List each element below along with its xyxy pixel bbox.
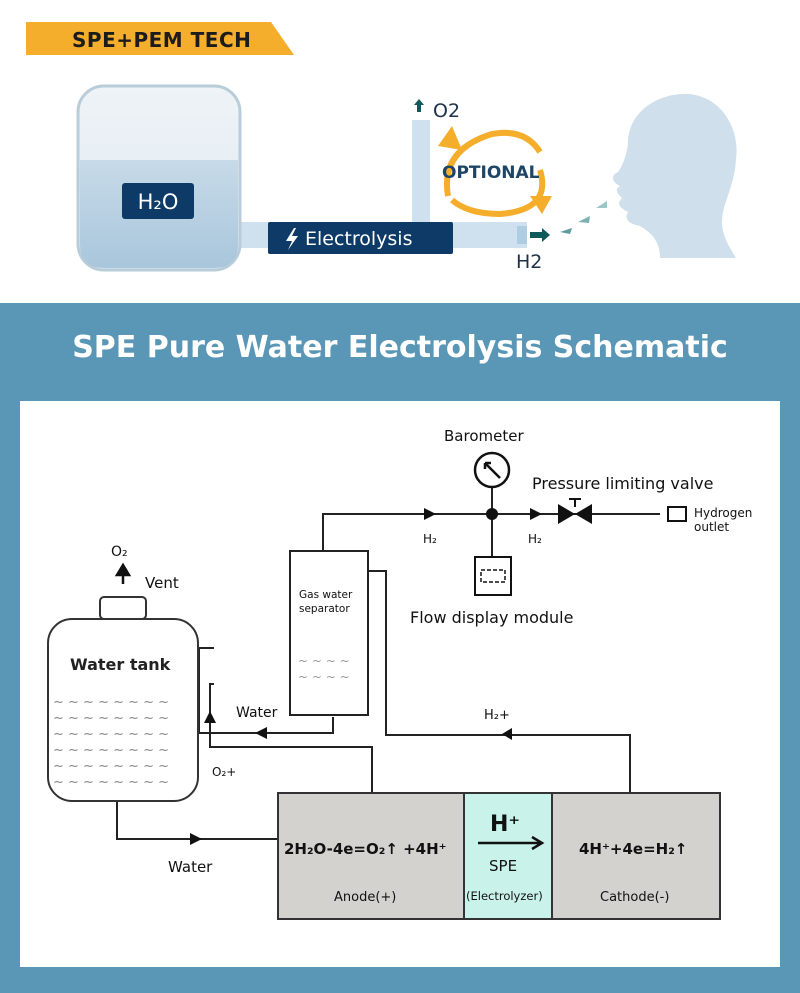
o2-arrow-icon [414, 99, 424, 112]
lightning-icon [286, 228, 298, 250]
tank-waves: ~ ~ ~ ~ ~ ~ ~ ~ ~ ~ ~ ~ ~ ~ ~ ~ ~ ~ ~ ~ … [53, 695, 169, 790]
tech-badge [26, 22, 294, 55]
svg-text:~ ~ ~ ~ ~ ~ ~ ~: ~ ~ ~ ~ ~ ~ ~ ~ [53, 775, 169, 790]
tech-badge-label: SPE+PEM TECH [72, 28, 252, 52]
h-plus-label: H⁺ [490, 812, 520, 837]
pipe-outlet [517, 226, 527, 244]
h2plus-line [368, 570, 631, 793]
breath-dash-1 [560, 228, 572, 234]
h2-left-label: H₂ [423, 532, 437, 546]
h2-arrow-icon [530, 228, 550, 242]
h2plus-label: H₂+ [484, 708, 510, 723]
svg-text:~ ~ ~ ~ ~ ~ ~ ~: ~ ~ ~ ~ ~ ~ ~ ~ [53, 759, 169, 774]
h2-label: H2 [516, 251, 542, 273]
optional-arc-top [444, 129, 543, 197]
separator-label-1: Gas water [299, 589, 353, 601]
separator-wave-2: ~ ~ ~ ~ [298, 670, 350, 684]
barometer-needle-icon [483, 461, 501, 479]
spe-arrow-icon [478, 835, 545, 851]
vent-cap [99, 596, 147, 620]
hydrogen-outlet-label-2: outlet [694, 520, 729, 534]
water-tank-label: Water tank [70, 655, 171, 674]
junction-dot [486, 508, 498, 520]
vent-o2-label: O₂ [111, 544, 128, 560]
electrolysis-box [268, 222, 453, 254]
gas-water-separator [289, 550, 369, 716]
h2-arrow-left-icon [424, 508, 436, 520]
optional-label: OPTIONAL [442, 163, 540, 183]
svg-text:~ ~ ~ ~ ~ ~ ~ ~: ~ ~ ~ ~ ~ ~ ~ ~ [53, 711, 169, 726]
hydrogen-outlet-label-1: Hydrogen [694, 506, 752, 520]
flow-display-screen [480, 569, 506, 583]
o2plus-label: O₂+ [212, 765, 236, 779]
cathode-chamber [551, 792, 721, 920]
optional-arrow-up-icon [438, 126, 462, 150]
o2plus-line [209, 683, 373, 793]
svg-text:~ ~ ~ ~ ~ ~ ~ ~: ~ ~ ~ ~ ~ ~ ~ ~ [53, 695, 169, 710]
schematic-water-tank [47, 618, 199, 802]
pressure-valve-label: Pressure limiting valve [532, 474, 713, 493]
water-feed-line [116, 801, 278, 840]
spe-label: SPE [489, 857, 517, 875]
water-feed-arrow-icon [190, 833, 202, 845]
barometer-label: Barometer [444, 427, 524, 445]
top-diagram: H₂O Electrolysis O2 OPTIONAL H2 [76, 84, 737, 273]
cathode-label: Cathode(-) [600, 890, 669, 905]
separator-wave-1: ~ ~ ~ ~ [298, 654, 350, 668]
pressure-valve-icon [558, 504, 592, 524]
water-feed-label: Water [168, 858, 213, 876]
h2o-label: H₂O [138, 190, 179, 214]
h2-arrow-right-icon [530, 508, 542, 520]
h2-right-label: H₂ [528, 532, 542, 546]
electrolyzer-label: (Electrolyzer) [466, 889, 543, 903]
h2o-box [122, 183, 194, 219]
anode-chamber [277, 792, 465, 920]
optional-arrow-down-icon [530, 196, 552, 214]
spe-membrane [463, 792, 553, 920]
breath-dash-3 [596, 201, 607, 208]
electrolysis-label: Electrolysis [305, 228, 413, 250]
valve-handle [569, 498, 581, 507]
hydrogen-outlet-port [667, 506, 687, 522]
breath-dash-2 [578, 216, 590, 223]
svg-text:~ ~ ~ ~ ~ ~ ~ ~: ~ ~ ~ ~ ~ ~ ~ ~ [53, 727, 169, 742]
anode-equation: 2H₂O-4e=O₂↑ +4H⁺ [284, 840, 447, 858]
schematic-heading: SPE Pure Water Electrolysis Schematic [72, 330, 728, 365]
vertical-pipe [412, 120, 430, 230]
svg-text:~ ~ ~ ~ ~ ~ ~ ~: ~ ~ ~ ~ ~ ~ ~ ~ [53, 743, 169, 758]
vent-arrow-icon [114, 562, 132, 584]
cathode-equation: 4H⁺+4e=H₂↑ [579, 840, 687, 858]
anode-label: Anode(+) [334, 890, 396, 905]
schematic-panel: Barometer Flow display module Pressure l… [20, 401, 780, 967]
human-head [612, 93, 737, 258]
separator-label-2: separator [299, 603, 350, 615]
o2-label: O2 [433, 100, 460, 122]
flow-display-label: Flow display module [410, 608, 573, 627]
top-section: SPE+PEM TECH H₂O Electrolysis O2 [0, 0, 800, 303]
optional-arc-bottom [450, 169, 546, 218]
h2-line [322, 513, 660, 551]
water-return-arrow-icon [255, 727, 267, 739]
water-return-label: Water [236, 705, 278, 721]
vent-label: Vent [145, 574, 179, 592]
h2plus-arrow-icon [502, 728, 512, 740]
o2plus-arrow-icon [204, 711, 216, 723]
schematic-diagram: Barometer Flow display module Pressure l… [47, 427, 752, 920]
